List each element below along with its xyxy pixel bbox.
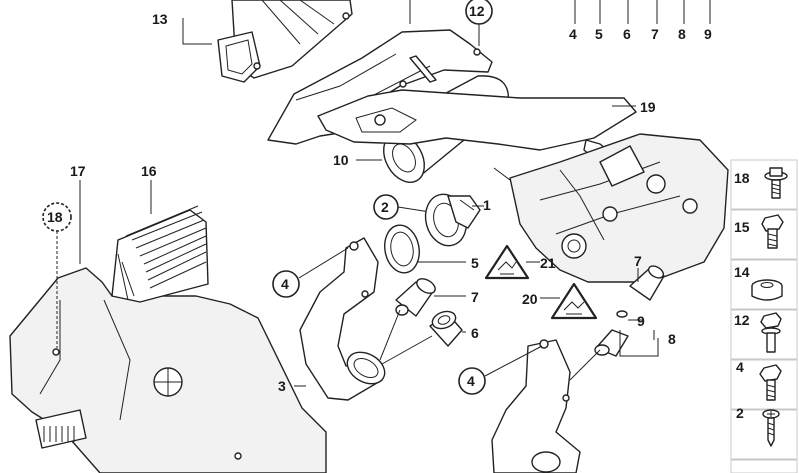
label-21: 21 [540,255,556,271]
label-20: 20 [522,291,538,307]
intake-pipe-3b [491,339,581,473]
sidebar-box-2 [730,409,798,460]
label-13: 13 [152,11,168,27]
label-18: 18 [47,209,63,225]
index-label-9: 9 [704,26,712,42]
intake-snorkel-13 [217,0,353,83]
label-17: 17 [70,163,86,179]
grommet-14-icon [751,279,783,301]
label-5: 5 [471,255,479,271]
maf-sensor-1 [424,193,481,247]
index-label-6: 6 [623,26,631,42]
bellows-16 [111,205,209,303]
bushing-6 [429,310,463,347]
screw-2-icon [762,409,780,447]
label-4-left: 4 [281,276,289,292]
index-label-7: 7 [651,26,659,42]
engine-cover-17 [9,267,327,473]
label-7-right: 7 [634,253,642,269]
o-ring-9 [616,310,628,318]
seal-ring-5 [384,224,420,274]
label-10: 10 [333,152,349,168]
label-12: 12 [469,3,485,19]
callout-4-right [458,367,486,395]
sidebar-box-18 [730,159,798,210]
index-label-4: 4 [569,26,577,42]
sidebar-label-2: 2 [736,405,744,421]
bolt-15-icon [761,214,784,249]
label-16: 16 [141,163,157,179]
index-label-8: 8 [678,26,686,42]
label-19: 19 [640,99,656,115]
part-9-right [594,329,629,357]
label-4-right: 4 [467,373,475,389]
callout-4-left [272,270,300,298]
sidebar-label-14: 14 [734,264,750,280]
sidebar-label-18: 18 [734,170,750,186]
bolt-18-icon [764,167,788,199]
part-7-left [395,278,436,317]
sidebar-label-15: 15 [734,219,750,235]
intake-pipe-3 [299,237,386,401]
part-7-right [629,265,665,301]
index-label-5: 5 [595,26,603,42]
label-9: 9 [637,313,645,329]
label-1: 1 [483,197,491,213]
sidebar-box-12 [730,309,798,360]
label-7-left: 7 [471,289,479,305]
bolt-12-icon [760,312,782,353]
valve-cover [509,133,729,283]
sidebar-box-bottom [730,459,798,473]
label-2: 2 [381,199,389,215]
bolt-4-icon [759,364,782,401]
sidebar-box-4 [730,359,798,410]
bracket-19 [317,89,637,161]
warning-label-21 [484,244,530,280]
sidebar-box-15 [730,209,798,260]
label-3: 3 [278,378,286,394]
index-bracket: 4 5 6 7 8 9 [569,0,712,42]
sidebar-label-4: 4 [736,359,744,375]
warning-label-20 [550,282,598,320]
hardware-sidebar: 18 15 14 12 4 2 [730,159,798,473]
label-8: 8 [668,331,676,347]
sidebar-label-12: 12 [734,312,750,328]
leader-13 [182,18,212,45]
label-6: 6 [471,325,479,341]
